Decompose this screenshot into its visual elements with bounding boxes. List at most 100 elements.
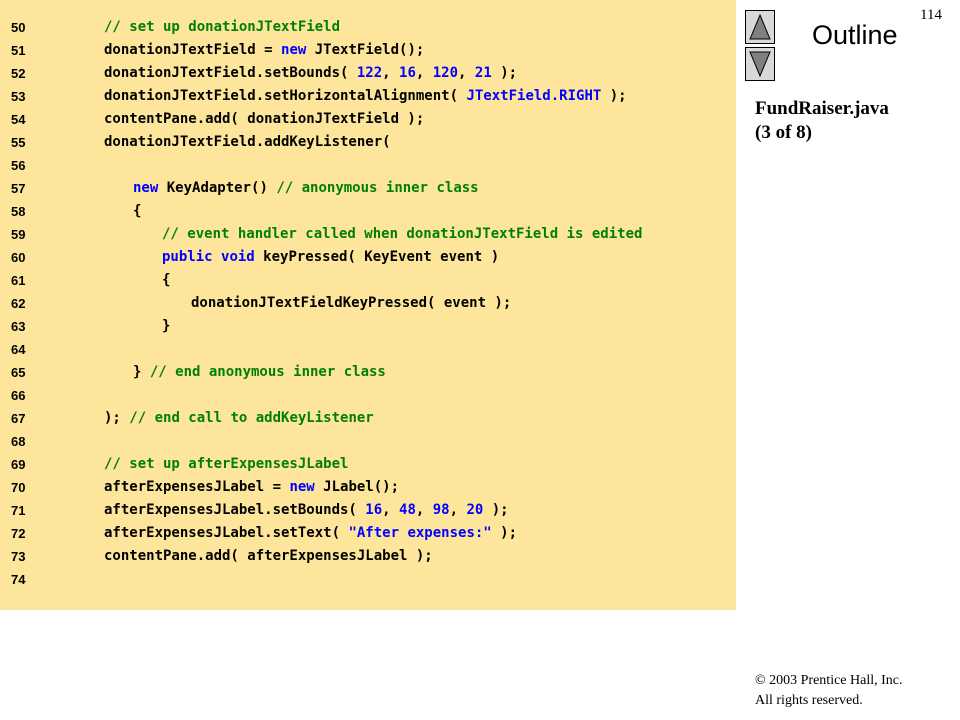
code-line: 61 { (0, 269, 736, 292)
code-token-plain: JTextField(); (306, 42, 425, 58)
code-token-number: 21 (474, 65, 492, 81)
line-number: 55 (11, 135, 26, 150)
line-number: 58 (11, 204, 26, 219)
code-token-plain: afterExpensesJLabel.setText( (104, 525, 349, 541)
code-token-plain: { (162, 272, 171, 288)
code-token-plain: JLabel(); (314, 479, 400, 495)
file-title: FundRaiser.java (3 of 8) (755, 97, 889, 145)
code-line: 51 donationJTextField = new JTextField(); (0, 39, 736, 62)
code-token-number: 122 (356, 65, 383, 81)
triangle-up-icon (749, 13, 771, 40)
code-token-plain: , (382, 502, 400, 518)
line-number: 74 (11, 572, 26, 587)
code-token-plain: donationJTextField.setBounds( (104, 65, 357, 81)
line-number: 65 (11, 365, 26, 380)
code-token-comment: // end call to addKeyListener (129, 410, 374, 426)
line-number: 59 (11, 227, 26, 242)
code-token-string: "After expenses:" (348, 525, 492, 541)
code-token-plain (213, 249, 221, 265)
line-number: 63 (11, 319, 26, 334)
code-token-plain: } (162, 318, 171, 334)
code-token-plain: afterExpensesJLabel.setBounds( (104, 502, 366, 518)
code-token-plain: donationJTextField.setHorizontalAlignmen… (104, 88, 467, 104)
code-text: contentPane.add( afterExpensesJLabel ); (104, 545, 433, 568)
code-token-number: 48 (399, 502, 416, 518)
code-line: 65 } // end anonymous inner class (0, 361, 736, 384)
code-line: 59 // event handler called when donationJ… (0, 223, 736, 246)
code-token-plain: ); (491, 525, 518, 541)
line-number: 54 (11, 112, 26, 127)
code-line: 60 public void keyPressed( KeyEvent event… (0, 246, 736, 269)
code-text: contentPane.add( donationJTextField ); (104, 108, 424, 131)
code-token-plain: ); (601, 88, 627, 104)
code-token-comment: // anonymous inner class (276, 180, 479, 196)
code-token-plain: ); (104, 410, 130, 426)
code-line: 69// set up afterExpensesJLabel (0, 453, 736, 476)
rights-line: All rights reserved. (755, 693, 863, 708)
previous-slide-button[interactable] (745, 10, 775, 44)
code-text: // set up donationJTextField (104, 16, 340, 39)
code-token-keyword: public (162, 249, 213, 265)
next-slide-button[interactable] (745, 47, 775, 81)
code-text: } (162, 315, 170, 338)
code-text: afterExpensesJLabel.setText( "After expe… (104, 522, 517, 545)
code-token-plain: donationJTextField = (104, 42, 282, 58)
line-number: 70 (11, 480, 26, 495)
code-token-comment: // set up donationJTextField (104, 19, 341, 35)
code-text: // set up afterExpensesJLabel (104, 453, 348, 476)
line-number: 60 (11, 250, 26, 265)
code-text: ); // end call to addKeyListener (104, 407, 374, 430)
code-token-keyword: new (289, 479, 315, 495)
code-token-number: 120 (432, 65, 459, 81)
code-token-comment: // event handler called when donationJTe… (162, 226, 643, 242)
code-token-number: 98 (432, 502, 450, 518)
code-token-const: JTextField.RIGHT (466, 88, 602, 104)
code-token-plain: contentPane.add( afterExpensesJLabel ); (104, 548, 433, 564)
code-panel: 50 // set up donationJTextField 51 donation… (0, 0, 736, 610)
outline-title: Outline (812, 20, 898, 50)
code-token-plain: keyPressed( KeyEvent event ) (254, 249, 500, 265)
line-number: 72 (11, 526, 26, 541)
file-name: FundRaiser.java (755, 98, 889, 119)
code-line: 58 { (0, 200, 736, 223)
code-line: 73 contentPane.add( afterExpensesJLabel )… (0, 545, 736, 568)
code-token-comment: // end anonymous inner class (149, 364, 386, 380)
line-number: 50 (11, 20, 26, 35)
code-token-comment: // set up afterExpensesJLabel (104, 456, 349, 472)
code-line: 50 // set up donationJTextField (0, 16, 736, 39)
code-line: 67); // end call to addKeyListener (0, 407, 736, 430)
line-number: 64 (11, 342, 26, 357)
line-number: 61 (11, 273, 26, 288)
code-line: 56 (0, 154, 736, 177)
code-text: donationJTextFieldKeyPressed( event ); (191, 292, 511, 315)
code-token-plain: { (133, 203, 142, 219)
code-text: afterExpensesJLabel.setBounds( 16, 48, 9… (104, 499, 509, 522)
page-number: 114 (920, 7, 942, 23)
code-text: { (162, 269, 170, 292)
code-token-plain: donationJTextFieldKeyPressed( event ); (191, 295, 512, 311)
code-token-plain: donationJTextField.addKeyListener( (104, 134, 391, 150)
triangle-down-icon (749, 51, 771, 78)
code-text: } // end anonymous inner class (133, 361, 386, 384)
code-token-plain: ); (483, 502, 509, 518)
line-number: 67 (11, 411, 26, 426)
code-token-keyword: new (281, 42, 307, 58)
code-line: 74 (0, 568, 736, 591)
line-number: 68 (11, 434, 26, 449)
code-line: 68 (0, 430, 736, 453)
code-token-plain: KeyAdapter() (158, 180, 277, 196)
code-line: 54 contentPane.add( donationJTextField ); (0, 108, 736, 131)
code-text: public void keyPressed( KeyEvent event ) (162, 246, 499, 269)
line-number: 56 (11, 158, 26, 173)
code-token-plain: ); (491, 65, 518, 81)
line-number: 73 (11, 549, 26, 564)
line-number: 51 (11, 43, 26, 58)
line-number: 52 (11, 66, 26, 81)
code-text: donationJTextField = new JTextField(); (104, 39, 424, 62)
code-token-number: 20 (466, 502, 484, 518)
code-token-plain: , (415, 65, 433, 81)
code-token-plain: contentPane.add( donationJTextField ); (104, 111, 425, 127)
code-text: donationJTextField.addKeyListener( (104, 131, 391, 154)
